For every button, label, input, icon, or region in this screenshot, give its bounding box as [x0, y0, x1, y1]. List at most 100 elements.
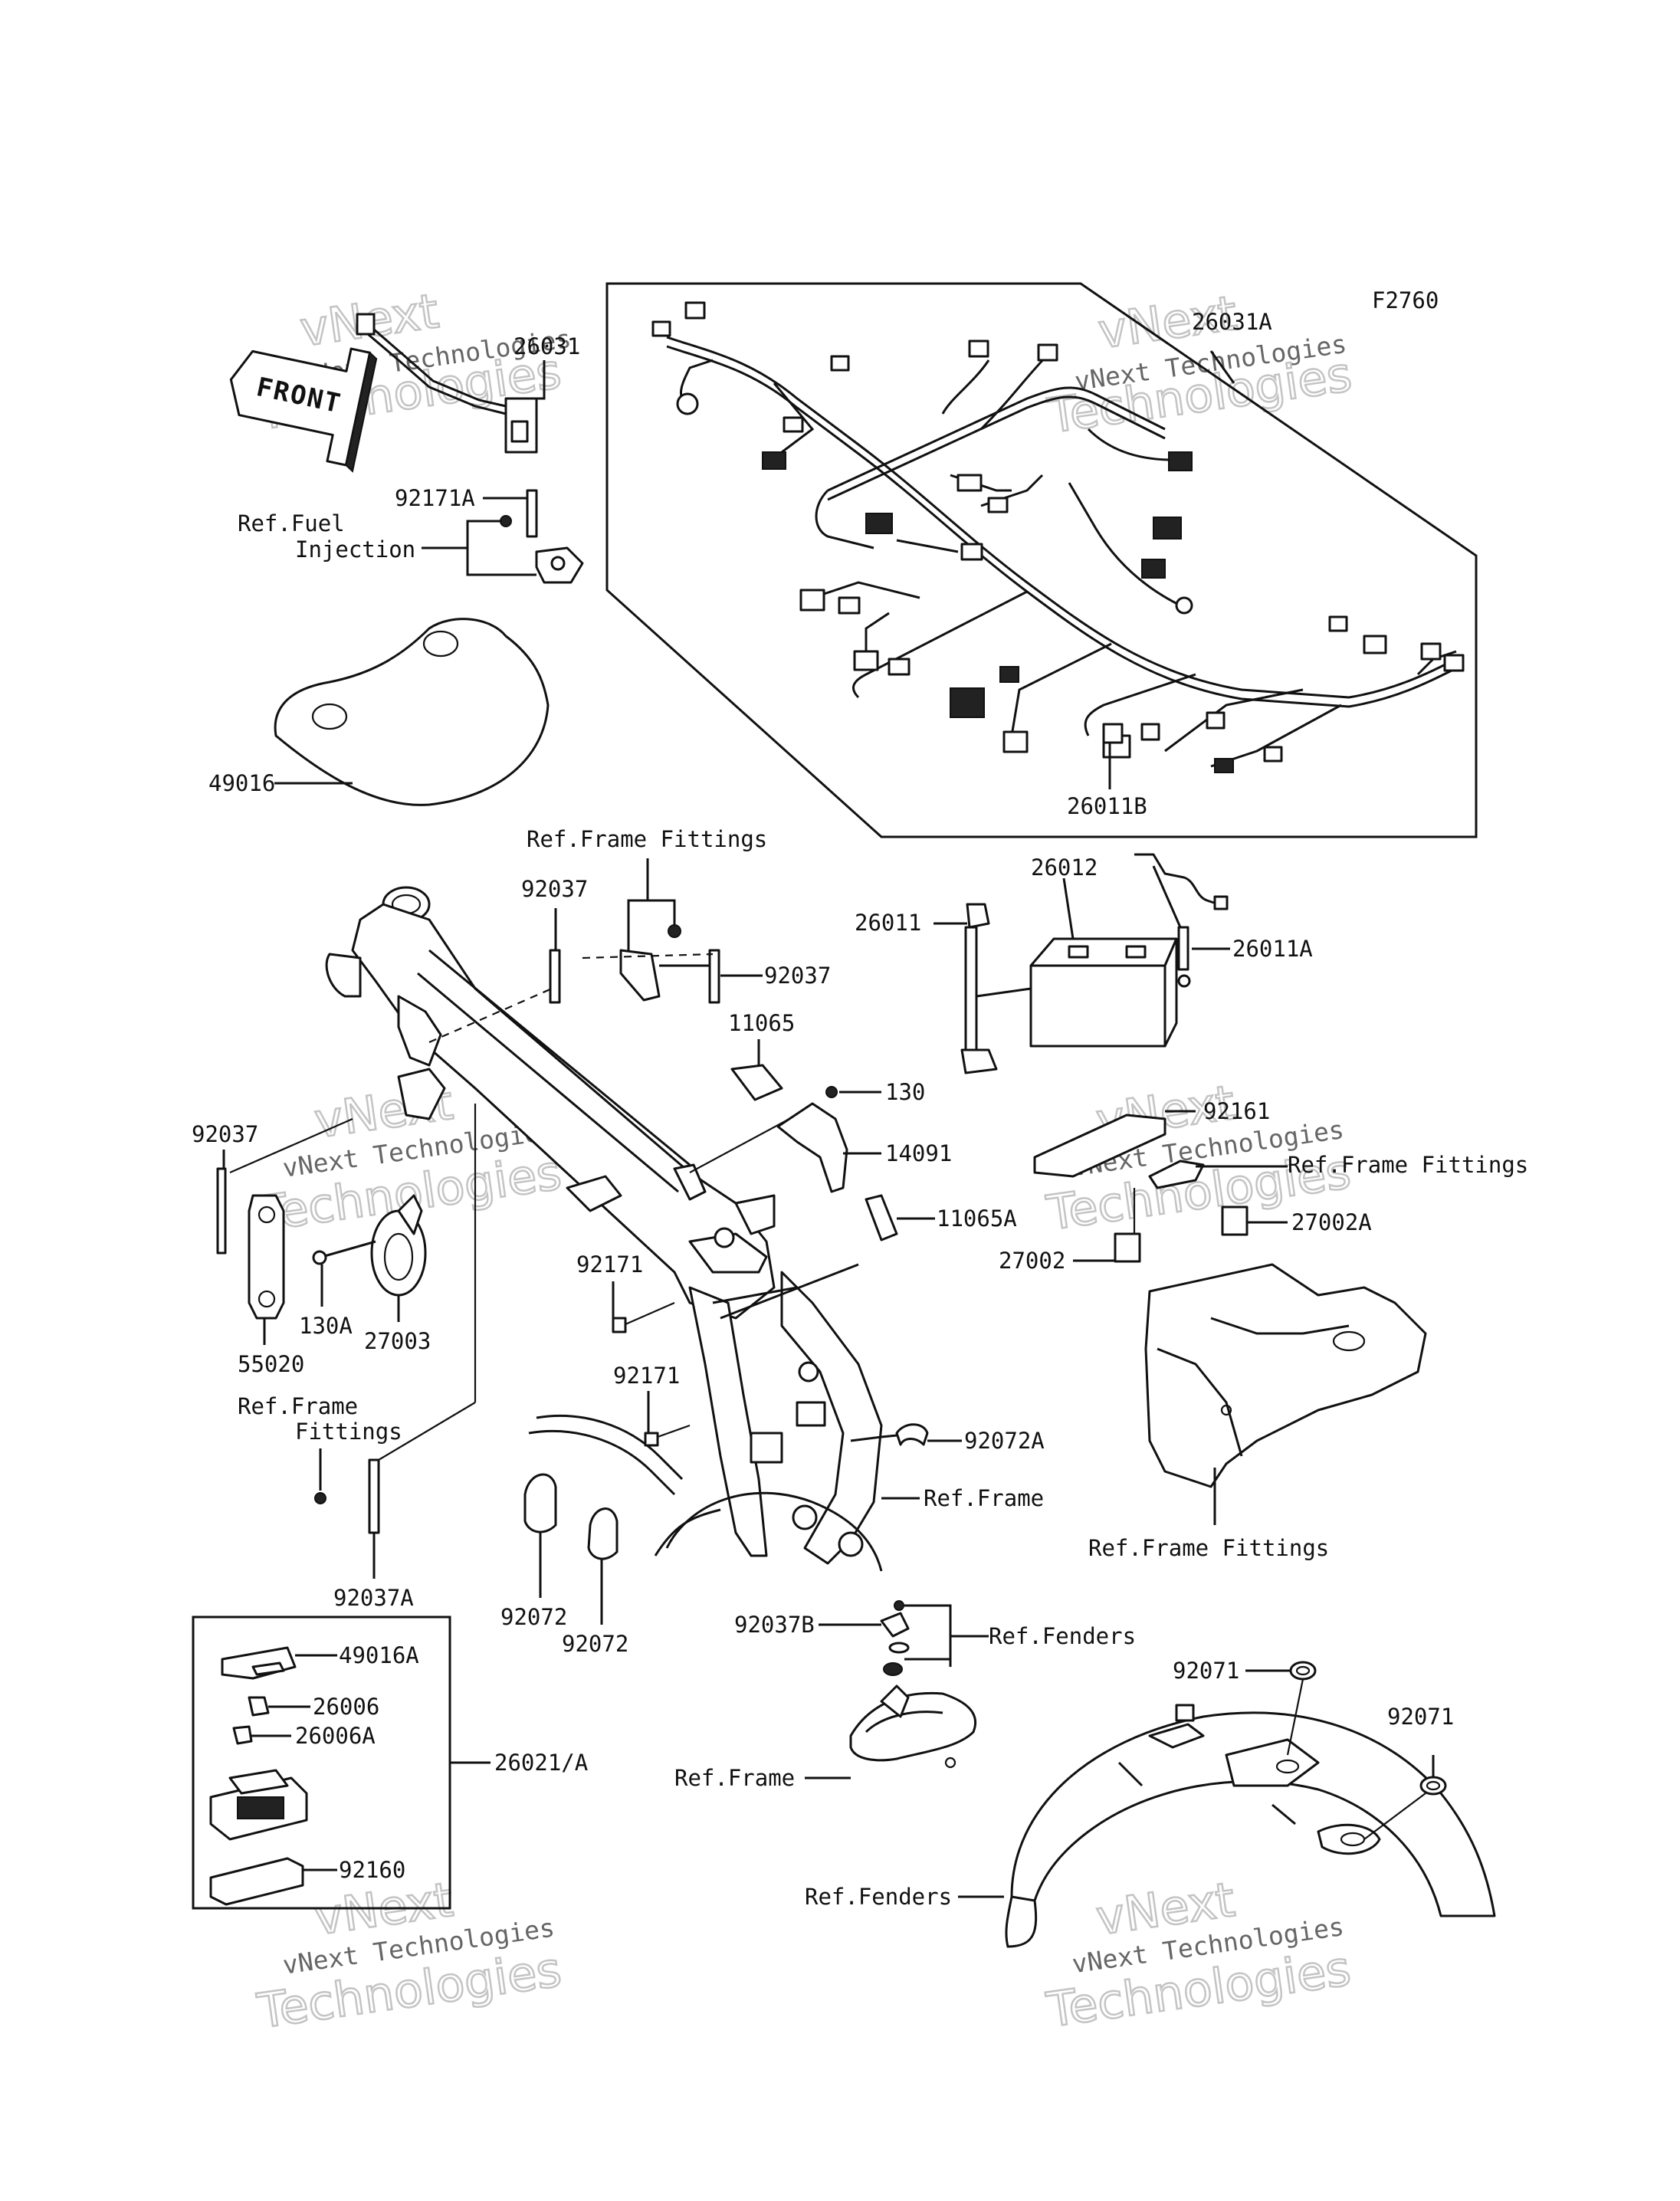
harness-connector[interactable]: [1443, 654, 1465, 672]
label-26011B: 26011B: [1067, 793, 1147, 819]
part-92160-pad[interactable]: [209, 1857, 304, 1906]
label-92071-a: 92071: [1173, 1658, 1239, 1684]
harness-connector[interactable]: [1214, 758, 1234, 773]
fender-washer[interactable]: [888, 1642, 910, 1654]
label-92037-right: 92037: [764, 963, 831, 989]
frame-fitting-bracket[interactable]: [619, 924, 681, 1002]
label-92171-a: 92171: [576, 1251, 643, 1278]
part-27002-relay[interactable]: [1114, 1232, 1141, 1263]
part-26006-plug[interactable]: [248, 1696, 270, 1717]
harness-connector[interactable]: [838, 596, 861, 615]
part-92171A-bracket[interactable]: [526, 489, 538, 538]
harness-connector[interactable]: [684, 301, 706, 320]
part-92161-pad[interactable]: [1033, 1114, 1166, 1178]
leader-line: [1286, 1678, 1304, 1756]
main-wiring-harness[interactable]: [651, 301, 1465, 773]
label-92161: 92161: [1203, 1098, 1270, 1124]
harness-connector[interactable]: [999, 666, 1019, 683]
harness-connector[interactable]: [783, 416, 804, 433]
harness-connector[interactable]: [888, 658, 911, 676]
part-26012-battery[interactable]: [1029, 937, 1178, 1048]
part-49016A-cover[interactable]: [221, 1646, 297, 1680]
watermark-bottom-right: vNext vNext Technologies Technologies: [1042, 1871, 1355, 2039]
harness-connector[interactable]: [853, 650, 879, 671]
harness-connector[interactable]: [1206, 711, 1226, 730]
harness-connector[interactable]: [762, 451, 786, 470]
part-92037A-band[interactable]: [368, 1458, 380, 1534]
fuel-injection-sensor[interactable]: [500, 515, 584, 584]
part-92037-band[interactable]: [216, 1167, 227, 1255]
label-ref-frame-low: Ref.Frame: [674, 1765, 795, 1791]
harness-connector[interactable]: [956, 474, 983, 492]
harness-connector[interactable]: [1037, 343, 1058, 362]
part-92171-clip[interactable]: [644, 1432, 659, 1447]
part-92071-grommet[interactable]: [1419, 1776, 1447, 1796]
harness-connector[interactable]: [968, 339, 989, 358]
label-92037-left: 92037: [192, 1121, 258, 1147]
leader-line: [627, 858, 649, 950]
harness-large-connector[interactable]: [950, 687, 985, 718]
part-92071-grommet[interactable]: [1289, 1661, 1317, 1681]
part-27002A-relay[interactable]: [1221, 1205, 1249, 1236]
harness-connector[interactable]: [987, 497, 1009, 513]
connector-26011B[interactable]: [1102, 723, 1124, 744]
part-92072-clamp[interactable]: [523, 1473, 557, 1533]
harness-connector[interactable]: [830, 355, 850, 372]
label-92037-top: 92037: [521, 876, 588, 902]
harness-connector[interactable]: [1263, 746, 1283, 763]
harness-connector[interactable]: [799, 589, 825, 612]
part-92072A-clamp[interactable]: [895, 1423, 929, 1446]
part-92037-band[interactable]: [708, 949, 720, 1004]
part-130A-bolt[interactable]: [312, 1240, 376, 1265]
part-49016-pad[interactable]: [274, 618, 550, 806]
rear-fender[interactable]: [1005, 1704, 1496, 1948]
part-26031-sub-harness[interactable]: [356, 313, 538, 454]
part-130-bolt[interactable]: [825, 1086, 838, 1098]
fender-grommet[interactable]: [883, 1662, 903, 1676]
fender-fitting-bolt[interactable]: [894, 1600, 904, 1611]
harness-connector[interactable]: [651, 320, 671, 337]
label-26012: 26012: [1031, 854, 1098, 881]
frame-fitting-bolt[interactable]: [314, 1492, 326, 1504]
part-92171-clip[interactable]: [612, 1317, 627, 1333]
harness-connector[interactable]: [1168, 451, 1193, 471]
label-49016A: 49016A: [339, 1642, 419, 1668]
label-27002A: 27002A: [1291, 1209, 1372, 1235]
part-92072-clamp[interactable]: [587, 1507, 619, 1560]
part-55020-bracket[interactable]: [248, 1194, 285, 1320]
harness-connector[interactable]: [1153, 517, 1182, 540]
watermark-top-right: vNext vNext Technologies Technologies: [1043, 284, 1356, 444]
part-26006A-plug[interactable]: [232, 1725, 253, 1745]
part-26011-cable[interactable]: [960, 903, 998, 1074]
label-ref-fenders-low: Ref.Fenders: [805, 1884, 952, 1910]
harness-connector[interactable]: [1328, 615, 1348, 632]
leader-line: [976, 987, 1032, 998]
harness-connector[interactable]: [1141, 559, 1166, 579]
harness-connector[interactable]: [865, 513, 893, 534]
battery-case[interactable]: [1144, 1263, 1427, 1488]
motorcycle-frame[interactable]: [325, 886, 883, 1572]
part-92037B-clip[interactable]: [880, 1612, 910, 1638]
label-130A: 130A: [299, 1313, 353, 1339]
label-26006: 26006: [313, 1694, 379, 1720]
part-14091-cover[interactable]: [776, 1102, 848, 1193]
label-26011A: 26011A: [1232, 936, 1313, 962]
harness-connector[interactable]: [1140, 723, 1160, 741]
harness-connector[interactable]: [960, 543, 983, 561]
harness-connector[interactable]: [1363, 635, 1387, 654]
rear-frame-piece[interactable]: [849, 1684, 977, 1769]
part-11065-cover[interactable]: [730, 1064, 783, 1101]
part-11065A-cover[interactable]: [865, 1194, 898, 1242]
part-92037-band[interactable]: [549, 949, 561, 1004]
front-arrow: FRONT: [229, 347, 378, 473]
harness-connector[interactable]: [1420, 642, 1442, 661]
harness-connector[interactable]: [1002, 730, 1029, 753]
label-92072-a: 92072: [500, 1604, 567, 1630]
label-ref-frame-fittings-left-2: Fittings: [295, 1419, 402, 1445]
frame-fitting-right[interactable]: [1148, 1160, 1205, 1189]
harness-grommet[interactable]: [676, 392, 699, 415]
part-26011A-cable[interactable]: [1134, 853, 1229, 988]
ecu-unit[interactable]: [209, 1769, 308, 1841]
harness-ring-terminal[interactable]: [1175, 596, 1193, 615]
